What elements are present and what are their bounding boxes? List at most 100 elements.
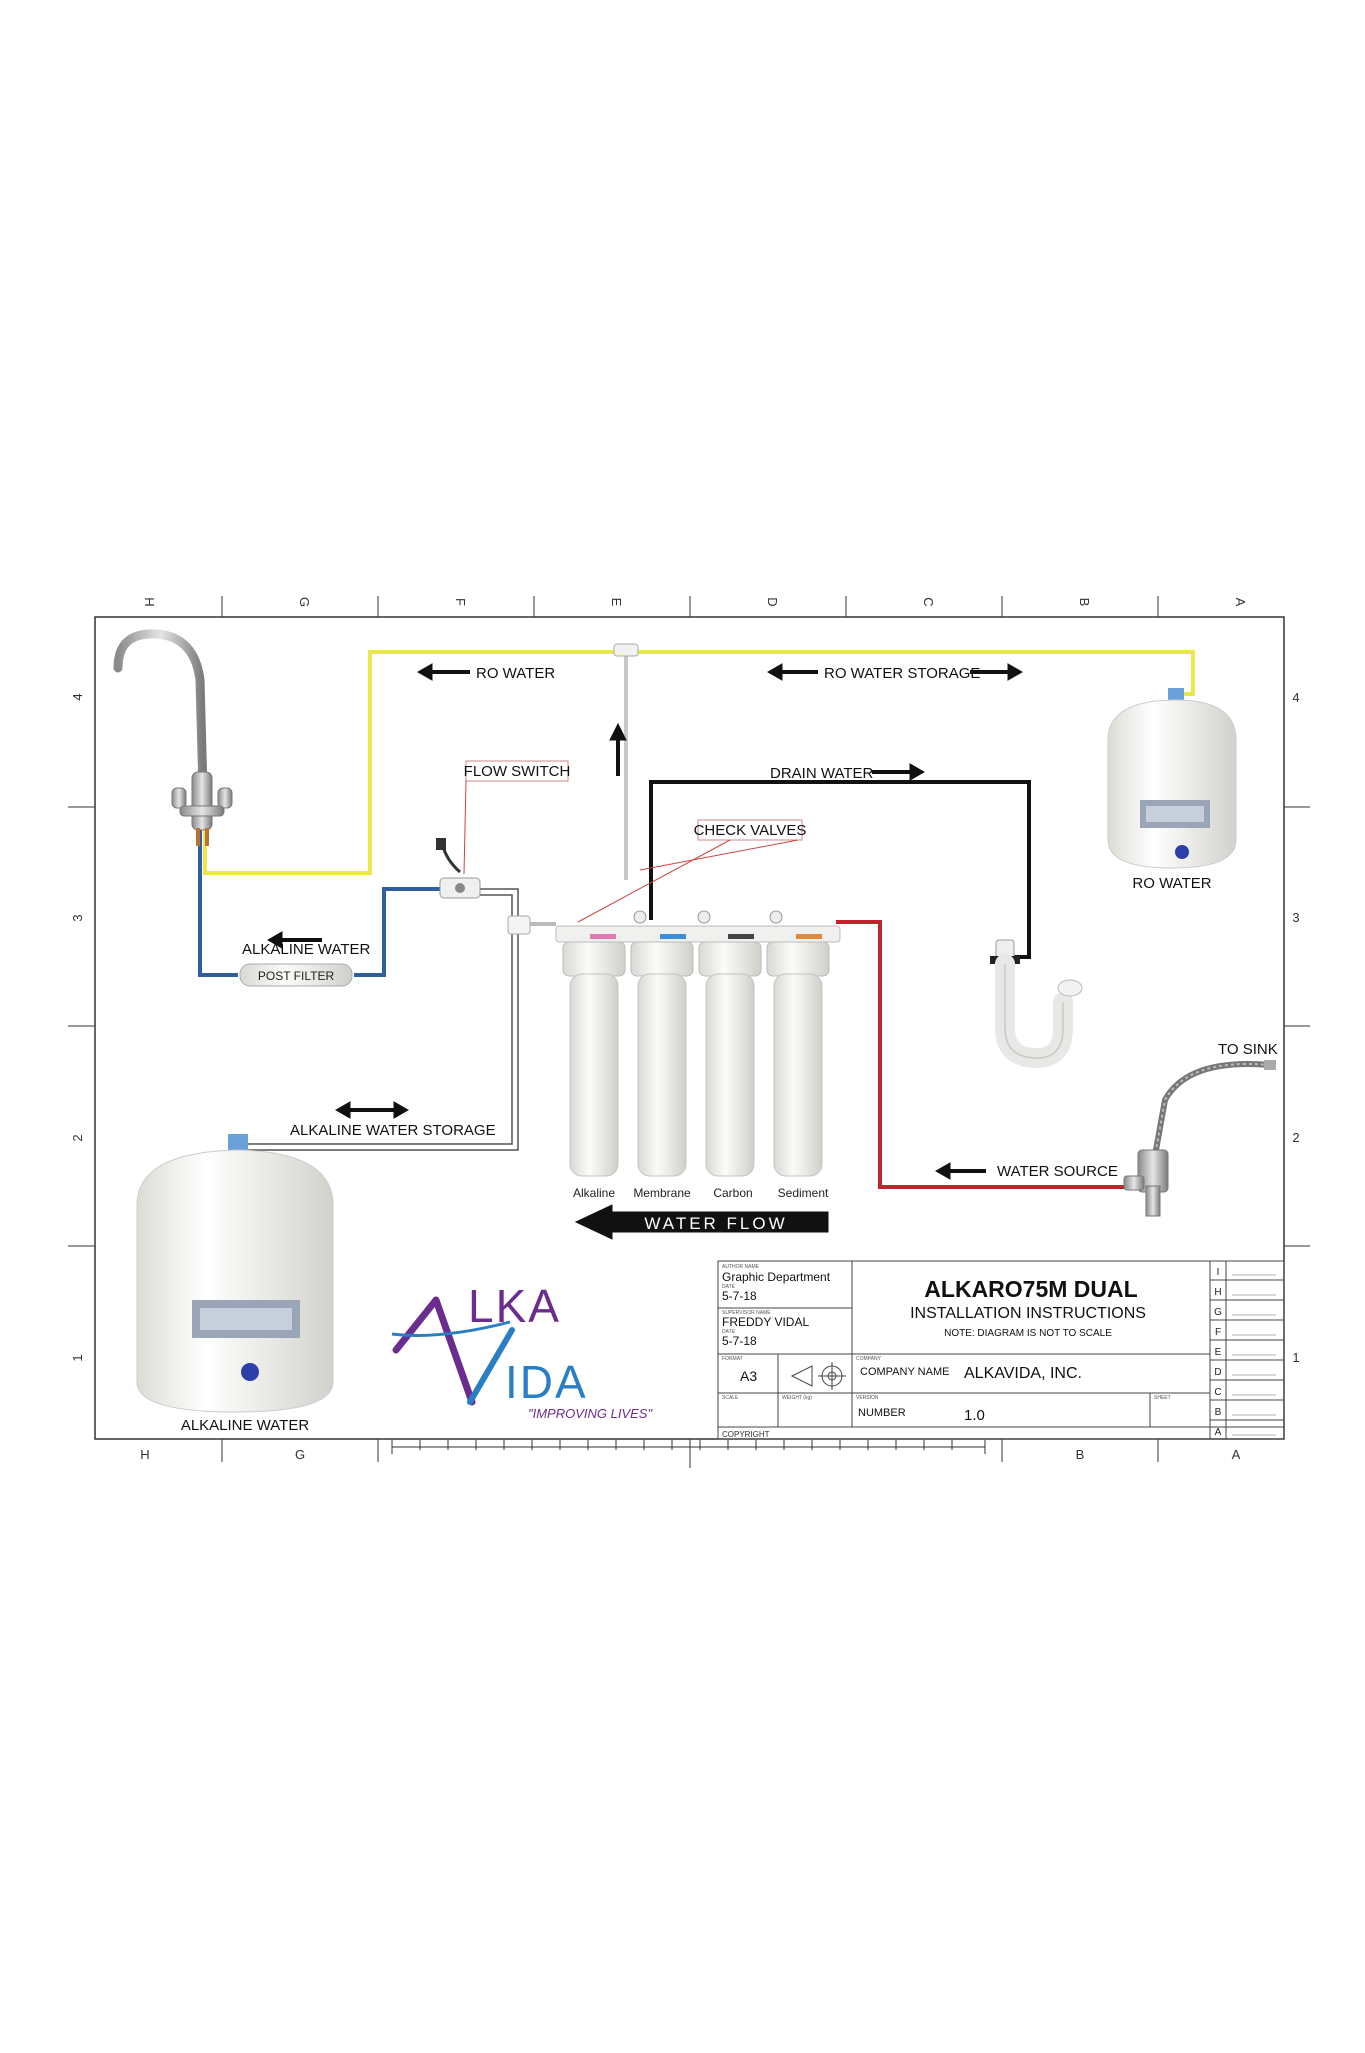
- date-2: 5-7-18: [722, 1334, 757, 1348]
- format-caption: FORMAT: [722, 1356, 743, 1362]
- scale-caption: SCALE: [722, 1395, 739, 1401]
- col-label-bottom: H: [140, 1447, 149, 1462]
- filter-label-alkaline: Alkaline: [573, 1186, 615, 1200]
- revision-letter: H: [1214, 1287, 1221, 1298]
- col-label-top: H: [142, 597, 157, 606]
- drawing-title: ALKARO75M DUAL: [924, 1276, 1137, 1302]
- row-label-right: 4: [1292, 690, 1299, 705]
- row-label-left: 2: [70, 1134, 85, 1141]
- alkavida-logo: LKA IDA "IMPROVING LIVES": [391, 1280, 653, 1421]
- title-block-text: AUTHOR NAME Graphic Department DATE 5-7-…: [722, 1264, 1171, 1439]
- label-ro-water: RO WATER: [476, 665, 555, 682]
- alkaline-water-line: [198, 828, 440, 977]
- revision-letter: C: [1214, 1387, 1221, 1398]
- revision-letter: A: [1215, 1427, 1222, 1438]
- format-value: A3: [740, 1368, 757, 1384]
- supervisor-name: FREDDY VIDAL: [722, 1315, 809, 1329]
- revision-column: I H G F E D C B A: [1214, 1267, 1276, 1438]
- row-label-left: 3: [70, 914, 85, 921]
- col-label-top: E: [609, 598, 624, 607]
- number-value: 1.0: [964, 1407, 985, 1424]
- ro-storage-tank: [1107, 688, 1237, 869]
- tee-fitting: [613, 643, 639, 657]
- filter-label-membrane: Membrane: [633, 1186, 691, 1200]
- alkaline-storage-tank: [136, 1134, 334, 1413]
- author-caption: AUTHOR NAME: [722, 1264, 760, 1270]
- filter-housing-sediment: [766, 941, 830, 1177]
- date-1: 5-7-18: [722, 1289, 757, 1303]
- col-label-top: F: [453, 598, 468, 606]
- col-label-top: A: [1233, 598, 1248, 607]
- diagram-labels: RO WATER RO WATER STORAGE DRAIN WATER FL…: [181, 665, 1278, 1434]
- label-flow-switch: FLOW SWITCH: [464, 763, 571, 780]
- logo-a-mark: [392, 1296, 476, 1406]
- company-caption: COMPANY: [856, 1356, 882, 1362]
- company-name: ALKAVIDA, INC.: [964, 1365, 1082, 1382]
- filter-housing-alkaline: [562, 941, 626, 1177]
- revision-letter: D: [1214, 1367, 1221, 1378]
- logo-line1: LKA: [468, 1280, 561, 1332]
- row-labels: 4 3 2 1 4 3 2 1: [70, 690, 1300, 1365]
- label-post-filter: POST FILTER: [258, 969, 335, 983]
- filter-label-carbon: Carbon: [713, 1186, 752, 1200]
- supervisor-caption: SUPERVISOR NAME: [722, 1310, 771, 1316]
- bottom-column-labels: H G B A: [140, 1447, 1240, 1462]
- faucet: [113, 629, 233, 846]
- filter-housing-membrane: [630, 941, 694, 1177]
- logo-line2: IDA: [505, 1356, 588, 1408]
- label-drain-water: DRAIN WATER: [770, 765, 873, 782]
- date-caption-2: DATE: [722, 1329, 736, 1335]
- flow-switch-leader: [463, 780, 467, 875]
- filter-label-sediment: Sediment: [778, 1186, 829, 1200]
- check-valves-callout: [697, 819, 803, 841]
- label-alkaline-tank: ALKALINE WATER: [181, 1417, 310, 1434]
- row-label-right: 3: [1292, 910, 1299, 925]
- row-label-left: 1: [70, 1354, 85, 1361]
- revision-letter: G: [1214, 1307, 1222, 1318]
- elbow-fitting: [507, 915, 531, 935]
- logo-swoosh: [391, 1320, 511, 1337]
- check-valves-leader-2: [639, 839, 799, 871]
- col-label-top: B: [1077, 598, 1092, 607]
- drawing-subtitle: INSTALLATION INSTRUCTIONS: [910, 1305, 1146, 1322]
- ro-water-line: [203, 650, 1195, 875]
- drain-water-line: [649, 780, 1031, 959]
- bottom-column-ruler: [221, 1439, 1159, 1468]
- row-label-right: 1: [1292, 1350, 1299, 1365]
- title-block: [717, 1260, 1285, 1440]
- post-filter: [239, 963, 353, 987]
- filter-labels: Alkaline Membrane Carbon Sediment: [573, 1186, 829, 1200]
- feed-valve: [1123, 1060, 1276, 1217]
- row-ruler: [68, 806, 1310, 1247]
- revision-letter: I: [1217, 1267, 1220, 1278]
- drawing-note: NOTE: DIAGRAM IS NOT TO SCALE: [944, 1328, 1112, 1339]
- number-label: NUMBER: [858, 1407, 906, 1419]
- date-caption: DATE: [722, 1284, 736, 1290]
- top-column-ruler: [221, 596, 1159, 617]
- col-label-top: C: [921, 597, 936, 606]
- copyright: COPYRIGHT: [722, 1430, 770, 1439]
- revision-letter: F: [1215, 1327, 1221, 1338]
- label-ro-water-tank: RO WATER: [1132, 875, 1211, 892]
- label-water-source: WATER SOURCE: [997, 1163, 1118, 1180]
- label-alkaline-water: ALKALINE WATER: [242, 941, 371, 958]
- col-label-top: G: [297, 597, 312, 607]
- flow-switch: [436, 838, 481, 899]
- weight-caption: WEIGHT (kg): [782, 1395, 812, 1401]
- col-label-bottom: A: [1232, 1447, 1241, 1462]
- label-alkaline-water-storage: ALKALINE WATER STORAGE: [290, 1122, 496, 1139]
- row-label-right: 2: [1292, 1130, 1299, 1145]
- flow-arrows: [266, 663, 1024, 1240]
- filter-manifold: [555, 910, 841, 943]
- filter-housing-carbon: [698, 941, 762, 1177]
- drain-p-trap: [990, 939, 1083, 1069]
- label-water-flow: WATER FLOW: [644, 1214, 787, 1233]
- revision-letter: E: [1215, 1347, 1222, 1358]
- col-label-bottom: G: [295, 1447, 305, 1462]
- label-ro-water-storage: RO WATER STORAGE: [824, 665, 980, 682]
- revision-letter: B: [1215, 1407, 1222, 1418]
- logo-v-mark: [467, 1327, 515, 1405]
- top-column-labels: H G F E D C B A: [142, 597, 1248, 607]
